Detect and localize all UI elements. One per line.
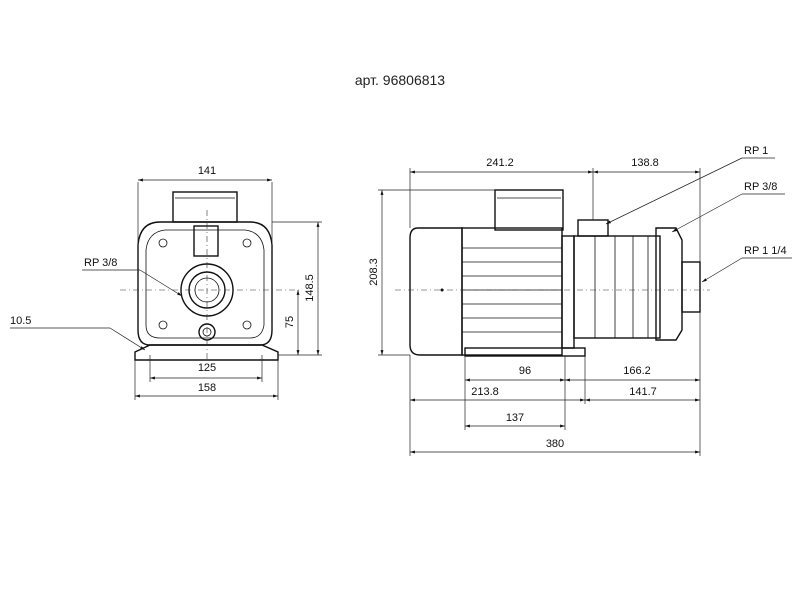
dim-380: 380: [546, 438, 564, 450]
front-port-label: RP 3/8: [84, 257, 117, 269]
dim-75: 75: [284, 316, 296, 328]
dim-166-2: 166.2: [623, 365, 651, 377]
dim-208-3: 208.3: [368, 258, 380, 286]
dim-148-5: 148.5: [304, 274, 316, 302]
front-terminal-box: [172, 191, 238, 223]
port-label-rp114: RP 1 1/4: [744, 245, 787, 257]
dim-96: 96: [519, 365, 531, 377]
dim-137: 137: [506, 412, 524, 424]
dim-138-8: 138.8: [631, 157, 659, 169]
side-terminal-box: [494, 189, 564, 231]
pump-stages: [573, 235, 661, 339]
article-title: арт. 96806813: [354, 72, 446, 88]
port-label-rp1: RP 1: [744, 145, 768, 157]
dim-158: 158: [198, 382, 216, 394]
port-label-rp38: RP 3/8: [744, 181, 777, 193]
motor-body: [461, 227, 563, 356]
front-view: 141 148.5 75 125 158 10.5 RP 3/8: [10, 165, 322, 400]
dim-241-2: 241.2: [486, 157, 514, 169]
dim-141-7: 141.7: [629, 386, 657, 398]
inlet-port: [681, 261, 701, 313]
dim-10-5: 10.5: [10, 315, 31, 327]
dim-125: 125: [198, 362, 216, 374]
dim-141: 141: [198, 165, 216, 177]
motor-end-cap: [409, 227, 463, 356]
front-housing: [137, 221, 273, 346]
side-view: 208.3 241.2 138.8 96 166.2 213.8 141.7 1: [368, 145, 792, 456]
discharge-port: [577, 219, 609, 237]
pump-head: [655, 227, 683, 341]
dim-213-8: 213.8: [471, 386, 499, 398]
front-base-foot: [134, 344, 279, 361]
